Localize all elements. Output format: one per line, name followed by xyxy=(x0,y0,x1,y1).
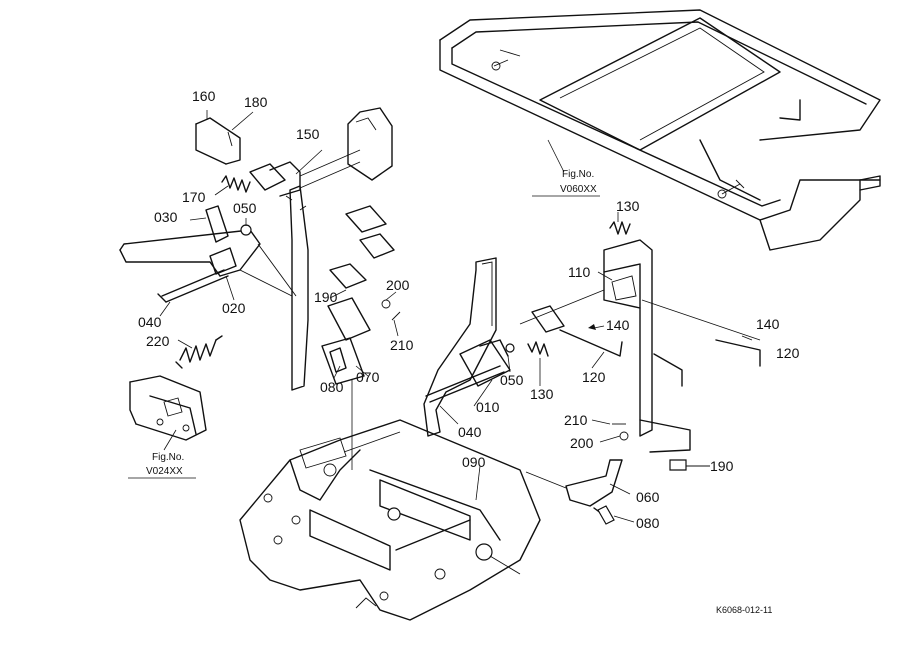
callout-130-lower: 130 xyxy=(530,386,554,402)
fig-ref-v060-number: V060XX xyxy=(560,184,597,195)
leader-lines xyxy=(159,110,753,523)
callout-170: 170 xyxy=(182,189,206,205)
seat-frame xyxy=(439,9,881,251)
callout-070: 070 xyxy=(356,369,380,385)
callout-210-upper: 210 xyxy=(390,337,414,353)
pin-140-120 xyxy=(531,305,761,367)
callout-190-upper: 190 xyxy=(314,289,338,305)
callout-130-upper: 130 xyxy=(616,198,640,214)
callout-050-upper: 050 xyxy=(233,200,257,216)
rod-040-left xyxy=(157,269,229,303)
right-hardware xyxy=(612,423,710,471)
bracket-060 xyxy=(525,459,623,525)
spring-130 xyxy=(527,221,631,357)
callout-010: 010 xyxy=(476,399,500,415)
drawing-code: K6068-012-11 xyxy=(716,605,772,615)
fig-ref-v024: Fig.No. V024XX xyxy=(128,452,196,479)
callout-040-left: 040 xyxy=(138,314,162,330)
center-linkage-left xyxy=(321,205,401,470)
callout-210-lower: 210 xyxy=(564,412,588,428)
callout-180: 180 xyxy=(244,94,268,110)
callout-060: 060 xyxy=(636,489,660,505)
callout-120-left: 120 xyxy=(582,369,606,385)
callout-200-upper: 200 xyxy=(386,277,410,293)
spring-220 xyxy=(175,335,223,369)
callout-090: 090 xyxy=(462,454,486,470)
callout-120-right: 120 xyxy=(776,345,800,361)
callout-200-lower: 200 xyxy=(570,435,594,451)
callout-140-right: 140 xyxy=(756,316,780,332)
fig-ref-v024-number: V024XX xyxy=(146,466,183,477)
callout-140-left: 140 xyxy=(606,317,630,333)
callout-150: 150 xyxy=(296,126,320,142)
callout-040-right: 040 xyxy=(458,424,482,440)
callout-080-lower: 080 xyxy=(636,515,660,531)
callout-160: 160 xyxy=(192,88,216,104)
callout-020: 020 xyxy=(222,300,246,316)
right-bracket-110 xyxy=(519,239,761,453)
fig-ref-v060-title: Fig.No. xyxy=(562,169,594,180)
callout-030: 030 xyxy=(154,209,178,225)
center-lever-assembly xyxy=(423,257,515,437)
callout-110: 110 xyxy=(568,264,591,280)
callout-050-lower: 050 xyxy=(500,372,524,388)
pedal-arm xyxy=(119,205,297,297)
fig-ref-v060: Fig.No. V060XX xyxy=(532,169,600,197)
left-mount-bracket xyxy=(129,375,207,441)
callout-190-lower: 190 xyxy=(710,458,734,474)
callout-220: 220 xyxy=(146,333,170,349)
fig-ref-v024-title: Fig.No. xyxy=(152,452,184,463)
callout-080-upper: 080 xyxy=(320,379,344,395)
spring-170 xyxy=(221,175,251,193)
part-callouts: 160 180 150 170 030 050 020 040 220 190 … xyxy=(138,88,800,531)
upper-bracket-assembly xyxy=(195,107,393,391)
transmission-housing xyxy=(239,419,541,621)
